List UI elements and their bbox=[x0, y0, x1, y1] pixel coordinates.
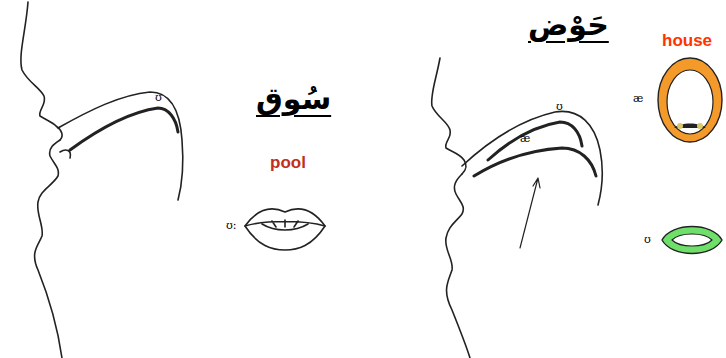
tongue-line bbox=[70, 108, 178, 150]
arabic-word: حَوْض bbox=[528, 10, 609, 40]
lips bbox=[245, 209, 325, 250]
teeth bbox=[677, 123, 683, 129]
vowel-symbol: æ bbox=[633, 93, 643, 104]
vowel-symbol: ʊ bbox=[556, 101, 563, 112]
teeth bbox=[697, 123, 703, 129]
arrow-line bbox=[520, 178, 540, 248]
english-word: house bbox=[662, 32, 712, 49]
face-profile bbox=[21, 2, 62, 140]
vowel-symbol: ʊ: bbox=[226, 220, 237, 231]
palate-line bbox=[58, 92, 183, 200]
tongue-line bbox=[474, 148, 596, 176]
rounded-lips bbox=[662, 227, 722, 254]
english-word: pool bbox=[270, 154, 306, 171]
face-profile bbox=[432, 58, 467, 174]
face-profile bbox=[446, 174, 470, 358]
rounded-lips bbox=[672, 234, 712, 246]
open-mouth bbox=[658, 58, 722, 142]
open-mouth bbox=[667, 70, 713, 134]
arabic-word: سُوق bbox=[256, 84, 331, 114]
vowel-symbol: æ bbox=[520, 133, 530, 144]
vowel-symbol: ʊ bbox=[644, 234, 651, 245]
tongue-line bbox=[488, 122, 582, 160]
face-profile bbox=[35, 140, 62, 358]
lips bbox=[245, 220, 325, 230]
tongue-line bbox=[60, 150, 70, 158]
teeth bbox=[674, 124, 706, 129]
palate-line bbox=[462, 111, 602, 205]
vowel-symbol: ʊ bbox=[155, 92, 162, 103]
